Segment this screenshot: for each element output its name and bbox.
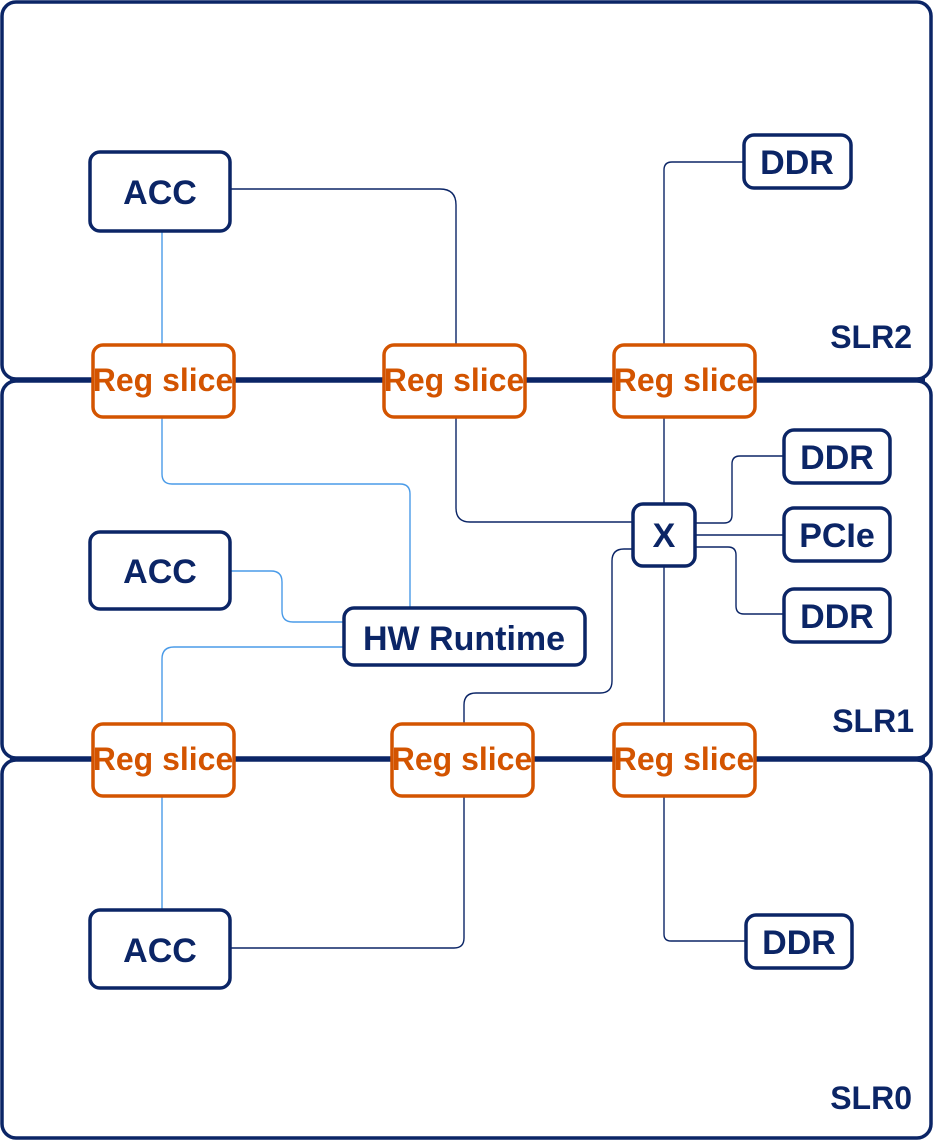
ddr-node-slr2[interactable]: DDR bbox=[742, 133, 853, 190]
ddr-label: DDR bbox=[760, 144, 834, 182]
reg-slice-label: Reg slice bbox=[392, 741, 533, 777]
reg-slice-slr1-2[interactable]: Reg slice bbox=[390, 722, 535, 798]
ddr-label: DDR bbox=[800, 598, 874, 636]
switch-node[interactable]: X bbox=[631, 502, 697, 568]
ddr-node-slr1-lower[interactable]: DDR bbox=[782, 587, 892, 644]
wire-acc-mid-to-hw-runtime bbox=[231, 570, 344, 623]
ddr-label: DDR bbox=[800, 439, 874, 477]
wire-switch-to-regslice-b2 bbox=[463, 548, 633, 724]
hw-runtime-node[interactable]: HW Runtime bbox=[342, 606, 587, 667]
wire-switch-to-ddr-mid1 bbox=[695, 455, 784, 524]
ddr-node-slr1-upper[interactable]: DDR bbox=[782, 428, 892, 485]
wire-regslice-t2-to-switch bbox=[455, 417, 633, 523]
acc-label: ACC bbox=[123, 174, 197, 212]
region-label-slr0: SLR0 bbox=[830, 1080, 912, 1116]
wire-regslice-b2-to-acc-bot bbox=[231, 796, 465, 949]
acc-node-slr0[interactable]: ACC bbox=[88, 908, 232, 990]
reg-slice-slr2-1[interactable]: Reg slice bbox=[91, 343, 236, 419]
switch-label: X bbox=[653, 517, 676, 555]
pcie-label: PCIe bbox=[799, 517, 875, 555]
reg-slice-label: Reg slice bbox=[93, 741, 234, 777]
reg-slice-slr2-2[interactable]: Reg slice bbox=[382, 343, 527, 419]
pcie-node[interactable]: PCIe bbox=[782, 506, 892, 563]
reg-slice-slr1-1[interactable]: Reg slice bbox=[91, 722, 236, 798]
acc-node-slr1[interactable]: ACC bbox=[88, 530, 232, 611]
hw-runtime-label: HW Runtime bbox=[363, 620, 565, 658]
acc-label: ACC bbox=[123, 932, 197, 970]
wire-hw-runtime-to-regslice-b1 bbox=[161, 646, 344, 724]
wire-regslice-b3-to-ddr-bot bbox=[663, 796, 746, 942]
region-label-slr2: SLR2 bbox=[830, 319, 912, 355]
region-label-slr1: SLR1 bbox=[832, 703, 914, 739]
reg-slice-label: Reg slice bbox=[93, 362, 234, 398]
reg-slice-slr2-3[interactable]: Reg slice bbox=[612, 343, 757, 419]
reg-slice-label: Reg slice bbox=[384, 362, 525, 398]
wire-acc-top-to-regslice-t2 bbox=[231, 188, 457, 345]
ddr-node-slr0[interactable]: DDR bbox=[744, 913, 854, 970]
acc-node-slr2[interactable]: ACC bbox=[88, 150, 232, 233]
ddr-label: DDR bbox=[762, 924, 836, 962]
wire-regslice-t1-to-hw-runtime bbox=[161, 417, 411, 608]
acc-label: ACC bbox=[123, 553, 197, 591]
reg-slice-slr1-3[interactable]: Reg slice bbox=[612, 722, 757, 798]
reg-slice-label: Reg slice bbox=[614, 741, 755, 777]
wire-ddr-top-to-regslice-t3 bbox=[663, 161, 744, 345]
reg-slice-label: Reg slice bbox=[614, 362, 755, 398]
wire-switch-to-ddr-mid2 bbox=[695, 546, 784, 615]
